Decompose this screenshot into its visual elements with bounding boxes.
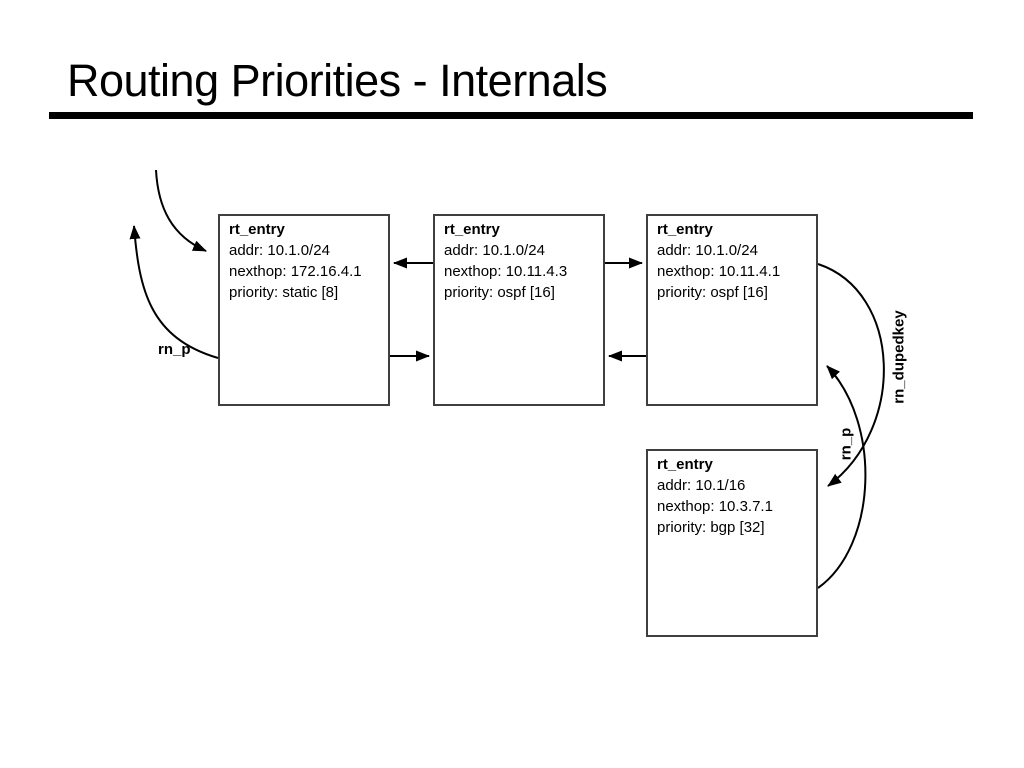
node-field-nexthop: nexthop: 10.11.4.3 [444,263,568,280]
label-rn-p-left: rn_p [158,341,191,358]
edge-node4-rn-p-arrow [817,365,867,589]
node-title: rt_entry [657,456,713,473]
node-rt-entry-2: rt_entry addr: 10.1.0/24 nexthop: 10.11.… [433,214,605,406]
node-field-nexthop: nexthop: 10.11.4.1 [657,263,781,280]
node-field-nexthop: nexthop: 10.3.7.1 [657,498,773,515]
node-field-priority: priority: static [8] [229,284,339,301]
node-field-priority: priority: ospf [16] [444,284,555,301]
node-field-addr: addr: 10.1.0/24 [229,242,330,259]
node-field-addr: addr: 10.1.0/24 [657,242,758,259]
node-field-priority: priority: bgp [32] [657,519,765,536]
node-title: rt_entry [657,221,713,238]
node-rt-entry-4: rt_entry addr: 10.1/16 nexthop: 10.3.7.1… [646,449,818,637]
edge-incoming-arrow [155,169,207,252]
node-field-addr: addr: 10.1.0/24 [444,242,545,259]
node-title: rt_entry [229,221,285,238]
label-rn-p-right-text: rn_p [837,427,855,461]
node-field-priority: priority: ospf [16] [657,284,768,301]
label-rn-dupedkey-text: rn_dupedkey [890,310,908,404]
edge-node1-rn-p-arrow [129,225,219,359]
node-field-addr: addr: 10.1/16 [657,477,746,494]
node-rt-entry-1: rt_entry addr: 10.1.0/24 nexthop: 172.16… [218,214,390,406]
node-rt-entry-3: rt_entry addr: 10.1.0/24 nexthop: 10.11.… [646,214,818,406]
edge-rn-dupedkey-arrow [817,263,885,487]
node-title: rt_entry [444,221,500,238]
title-underline [49,112,973,119]
page-title: Routing Priorities - Internals [67,55,608,106]
node-field-nexthop: nexthop: 172.16.4.1 [229,263,362,280]
